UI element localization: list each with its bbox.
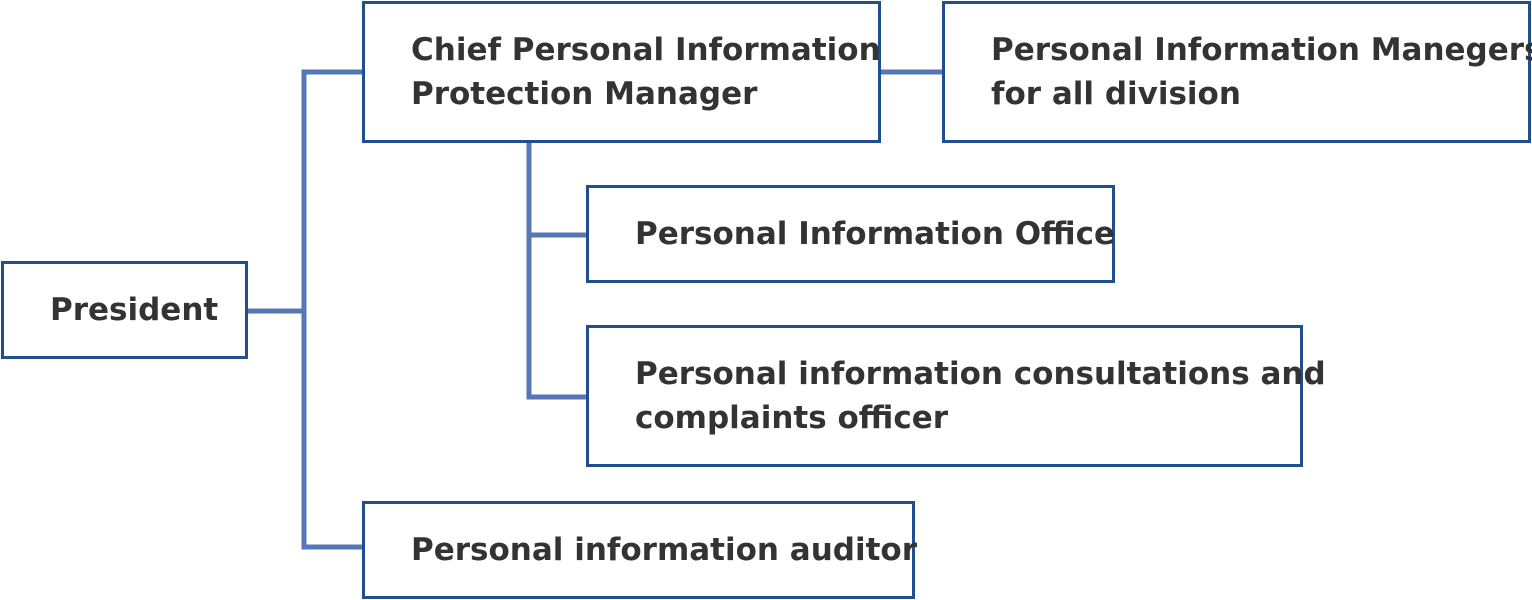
chief-manager-label-line2: Protection Manager [411,76,758,112]
division-managers-box: Personal Information Manegers for all di… [942,1,1532,143]
president-box: President [1,261,248,359]
division-managers-label-line2: for all division [991,76,1241,112]
complaints-officer-label-line2: complaints officer [635,400,949,436]
chief-manager-label-line1: Chief Personal Information [411,32,881,68]
auditor-label: Personal information auditor [411,532,917,568]
auditor-box: Personal information auditor [362,501,917,599]
chief-manager-box: Chief Personal Information Protection Ma… [362,1,881,143]
office-label: Personal Information Office [635,216,1116,252]
office-box: Personal Information Office [586,185,1115,283]
president-label: President [50,292,219,328]
complaints-officer-label-line1: Personal information consultations and [635,356,1326,392]
division-managers-label-line1: Personal Information Manegers [991,32,1532,68]
complaints-officer-box: Personal information consultations and c… [586,325,1326,467]
